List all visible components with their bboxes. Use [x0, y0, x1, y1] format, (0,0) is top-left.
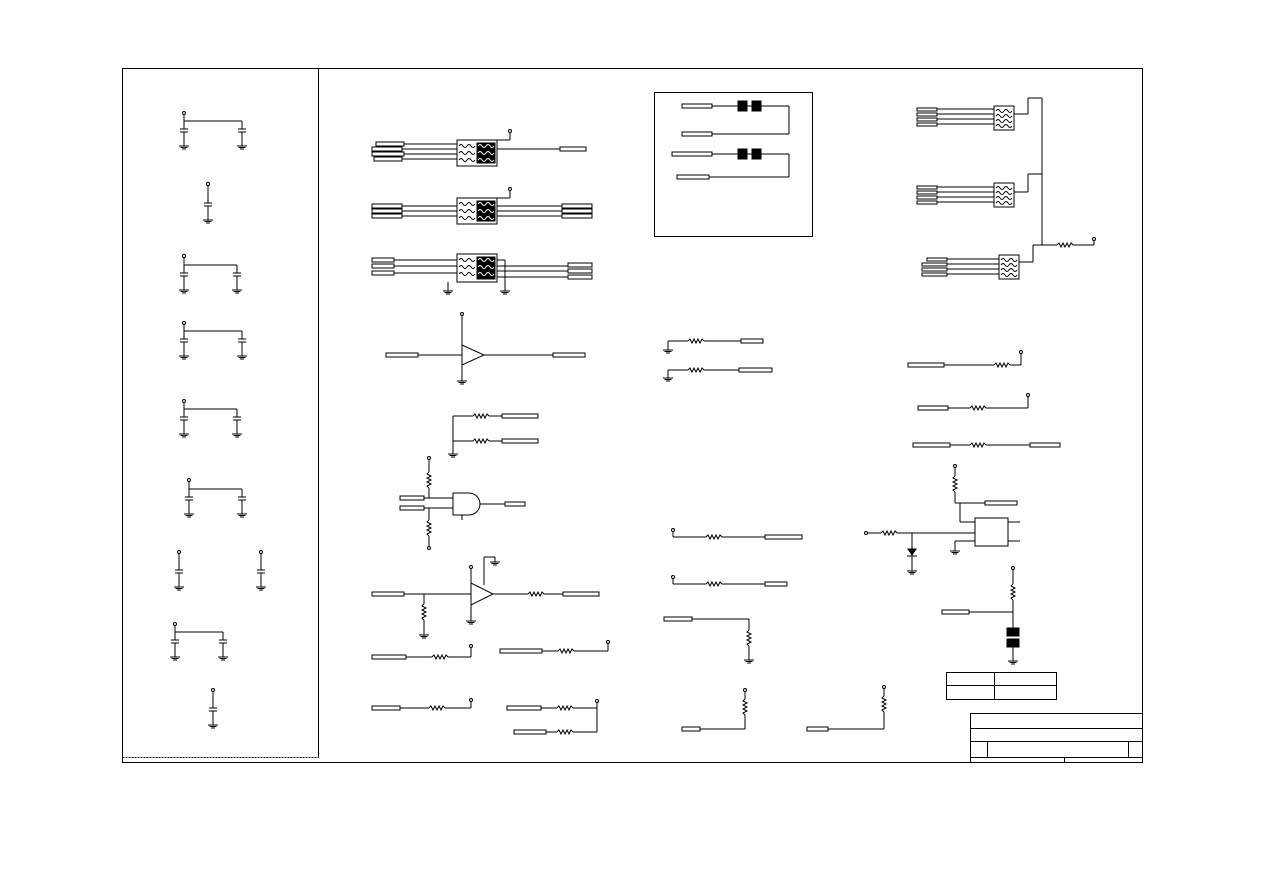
legend-table [946, 672, 1057, 700]
buffer-amplifier [385, 312, 586, 385]
cap-group-2 [202, 182, 214, 224]
cap-group-6 [183, 478, 248, 518]
cap-group-7 [173, 550, 267, 591]
cap-group-9 [207, 688, 219, 729]
comparator-circuit [371, 556, 600, 639]
ferrite-bead-section [654, 92, 813, 237]
emi-filter-array-1 [371, 129, 587, 167]
title-block [970, 713, 1143, 763]
resistor-nets-bottom [371, 640, 610, 735]
filter-array-right [916, 97, 1096, 280]
sheet-border [122, 68, 1143, 763]
pulldown-resistor-pair [447, 413, 539, 458]
cap-group-1 [178, 111, 248, 150]
emi-filter-array-2 [371, 187, 593, 225]
supervisor-ic-block [864, 464, 1020, 575]
resistor-nets-right [907, 350, 1061, 448]
cap-group-4 [178, 321, 248, 360]
resistor-nets-middle [662, 338, 887, 732]
ferrite-pullup-net [941, 566, 1020, 665]
cap-group-3 [178, 254, 243, 294]
cap-group-5 [178, 399, 243, 438]
cap-group-8 [169, 622, 229, 661]
decoupling-capacitor-panel [169, 111, 267, 729]
emi-filter-array-3 [371, 253, 593, 295]
and-gate-circuit [399, 456, 526, 550]
